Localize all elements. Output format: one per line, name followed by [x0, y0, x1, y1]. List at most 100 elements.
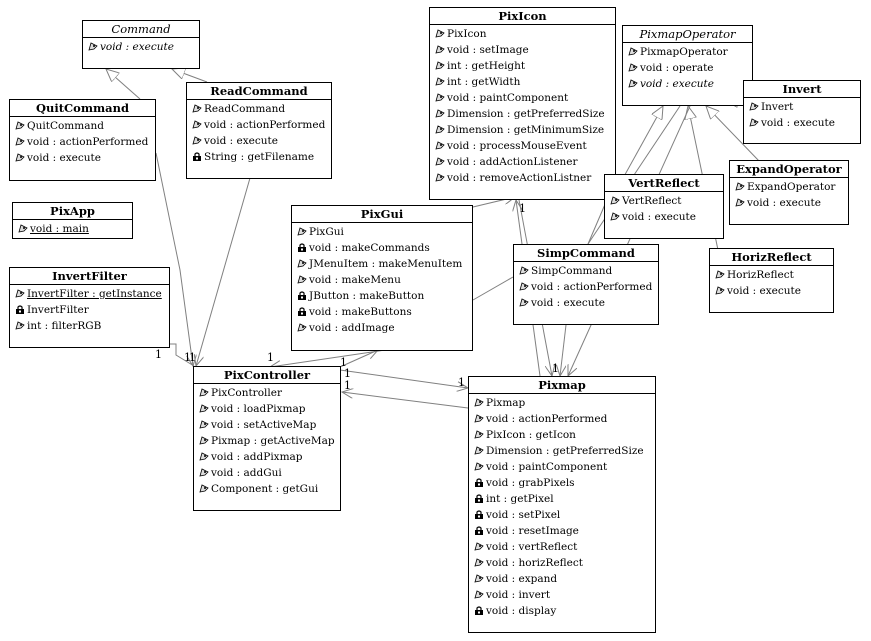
member-row[interactable]: PixController — [199, 385, 337, 401]
member-label: String : getFilename — [204, 151, 315, 163]
member-row[interactable]: void : setPixel — [474, 507, 652, 523]
member-row[interactable]: Invert — [749, 99, 857, 115]
member-row[interactable]: void : grabPixels — [474, 475, 652, 491]
member-row[interactable]: void : horizReflect — [474, 555, 652, 571]
member-row[interactable]: void : main — [18, 221, 129, 237]
member-row[interactable]: void : execute — [749, 115, 857, 131]
member-row[interactable]: void : execute — [88, 39, 196, 55]
member-row[interactable]: void : addGui — [199, 465, 337, 481]
member-row[interactable]: void : vertReflect — [474, 539, 652, 555]
multiplicity-label: 1 — [189, 351, 196, 364]
member-row[interactable]: void : makeCommands — [297, 240, 469, 256]
member-row[interactable]: void : addPixmap — [199, 449, 337, 465]
member-row[interactable]: void : execute — [15, 150, 152, 166]
member-label: Invert — [761, 101, 794, 113]
public-method-icon — [735, 198, 745, 207]
member-row[interactable]: void : makeMenu — [297, 272, 469, 288]
member-label: void : addImage — [309, 322, 395, 334]
member-row[interactable]: SimpCommand — [519, 263, 655, 279]
member-row[interactable]: int : getWidth — [435, 74, 612, 90]
member-list: void : main — [13, 220, 132, 239]
member-label: void : addPixmap — [211, 451, 303, 463]
member-row[interactable]: JMenuItem : makeMenuItem — [297, 256, 469, 272]
public-method-icon — [474, 446, 484, 455]
member-row[interactable]: Dimension : getPreferredSize — [474, 443, 652, 459]
member-row[interactable]: void : execute — [610, 209, 720, 225]
edge-simpcommand-pixmap — [560, 324, 567, 376]
member-row[interactable]: void : execute — [715, 283, 830, 299]
member-row[interactable]: void : invert — [474, 587, 652, 603]
multiplicity-label: 1 — [458, 376, 465, 389]
member-row[interactable]: void : execute — [519, 295, 655, 311]
member-row[interactable]: void : setActiveMap — [199, 417, 337, 433]
member-row[interactable]: void : operate — [628, 60, 749, 76]
member-row[interactable]: void : setImage — [435, 42, 612, 58]
member-row[interactable]: Dimension : getPreferredSize — [435, 106, 612, 122]
member-row[interactable]: void : paintComponent — [474, 459, 652, 475]
member-row[interactable]: Dimension : getMinimumSize — [435, 122, 612, 138]
member-row[interactable]: ExpandOperator — [735, 179, 845, 195]
class-name: Invert — [744, 81, 860, 98]
member-row[interactable]: void : loadPixmap — [199, 401, 337, 417]
member-row[interactable]: InvertFilter : getInstance — [15, 286, 166, 302]
member-row[interactable]: void : removeActionListner — [435, 170, 612, 186]
member-row[interactable]: void : actionPerformed — [192, 117, 328, 133]
member-row[interactable]: void : actionPerformed — [474, 411, 652, 427]
member-row[interactable]: void : paintComponent — [435, 90, 612, 106]
member-row[interactable]: void : resetImage — [474, 523, 652, 539]
member-row[interactable]: int : getPixel — [474, 491, 652, 507]
member-row[interactable]: void : execute — [735, 195, 845, 211]
member-row[interactable]: ReadCommand — [192, 101, 328, 117]
member-row[interactable]: void : actionPerformed — [15, 134, 152, 150]
member-row[interactable]: HorizReflect — [715, 267, 830, 283]
member-row[interactable]: void : addActionListener — [435, 154, 612, 170]
member-row[interactable]: int : filterRGB — [15, 318, 166, 334]
member-row[interactable]: Pixmap — [474, 395, 652, 411]
member-row[interactable]: PixIcon — [435, 26, 612, 42]
member-row[interactable]: VertReflect — [610, 193, 720, 209]
member-row[interactable]: PixIcon : getIcon — [474, 427, 652, 443]
member-row[interactable]: PixmapOperator — [628, 44, 749, 60]
member-row[interactable]: void : makeButtons — [297, 304, 469, 320]
member-row[interactable]: PixGui — [297, 224, 469, 240]
member-row[interactable]: void : execute — [628, 76, 749, 92]
member-row[interactable]: void : addImage — [297, 320, 469, 336]
multiplicity-label: 1 — [267, 351, 274, 364]
member-label: void : execute — [204, 135, 278, 147]
member-row[interactable]: void : expand — [474, 571, 652, 587]
class-name: PixApp — [13, 203, 132, 220]
member-row[interactable]: void : execute — [192, 133, 328, 149]
class-name: VertReflect — [605, 175, 723, 192]
member-row[interactable]: void : processMouseEvent — [435, 138, 612, 154]
public-method-icon — [715, 270, 725, 279]
member-row[interactable]: Component : getGui — [199, 481, 337, 497]
member-row[interactable]: void : display — [474, 603, 652, 619]
member-row[interactable]: JButton : makeButton — [297, 288, 469, 304]
member-label: void : execute — [531, 297, 605, 309]
member-row[interactable]: QuitCommand — [15, 118, 152, 134]
member-row[interactable]: Pixmap : getActiveMap — [199, 433, 337, 449]
member-label: void : execute — [747, 197, 821, 209]
member-row[interactable]: InvertFilter — [15, 302, 166, 318]
edge-pixmapoperator-pixmap — [568, 105, 691, 376]
public-method-icon — [474, 398, 484, 407]
member-row[interactable]: String : getFilename — [192, 149, 328, 165]
member-row[interactable]: int : getHeight — [435, 58, 612, 74]
member-row[interactable]: void : actionPerformed — [519, 279, 655, 295]
